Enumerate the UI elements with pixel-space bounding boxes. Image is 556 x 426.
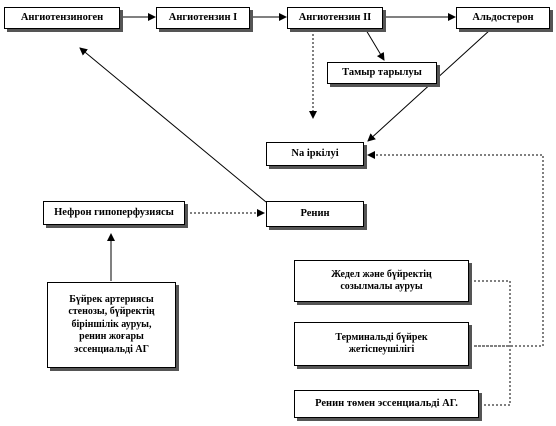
node-na-retention: Na іркілуі	[266, 142, 364, 166]
node-angiotensin-1: Ангиотензин I	[156, 7, 250, 29]
node-nephron-hypoperfusion: Нефрон гипоперфузиясы	[43, 201, 185, 225]
arrow-renin-to-agt	[79, 47, 267, 203]
node-terminal-renal-failure: Терминальді бүйрек жетіспеушілігі	[294, 322, 469, 366]
dashed-connector-right	[470, 280, 511, 406]
node-low-renin-eh: Ренин төмен эссенциальді АГ.	[294, 390, 479, 418]
node-angiotensinogen: Ангиотензиноген	[4, 7, 120, 29]
dashed-connector-main	[367, 151, 544, 347]
arrow-aldo-to-na	[367, 29, 491, 142]
node-acute-chronic-renal: Жедел және бүйректің созылмалы ауруы	[294, 260, 469, 302]
node-vasoconstriction: Тамыр тарылуы	[327, 62, 437, 84]
node-angiotensin-2: Ангиотензин II	[287, 7, 383, 29]
arrow-ang2-to-vaso	[365, 29, 385, 61]
node-renal-causes: Бүйрек артериясы стенозы, бүйректің бірі…	[47, 282, 176, 368]
node-aldosterone: Альдостерон	[456, 7, 550, 29]
node-renin: Ренин	[266, 201, 364, 227]
